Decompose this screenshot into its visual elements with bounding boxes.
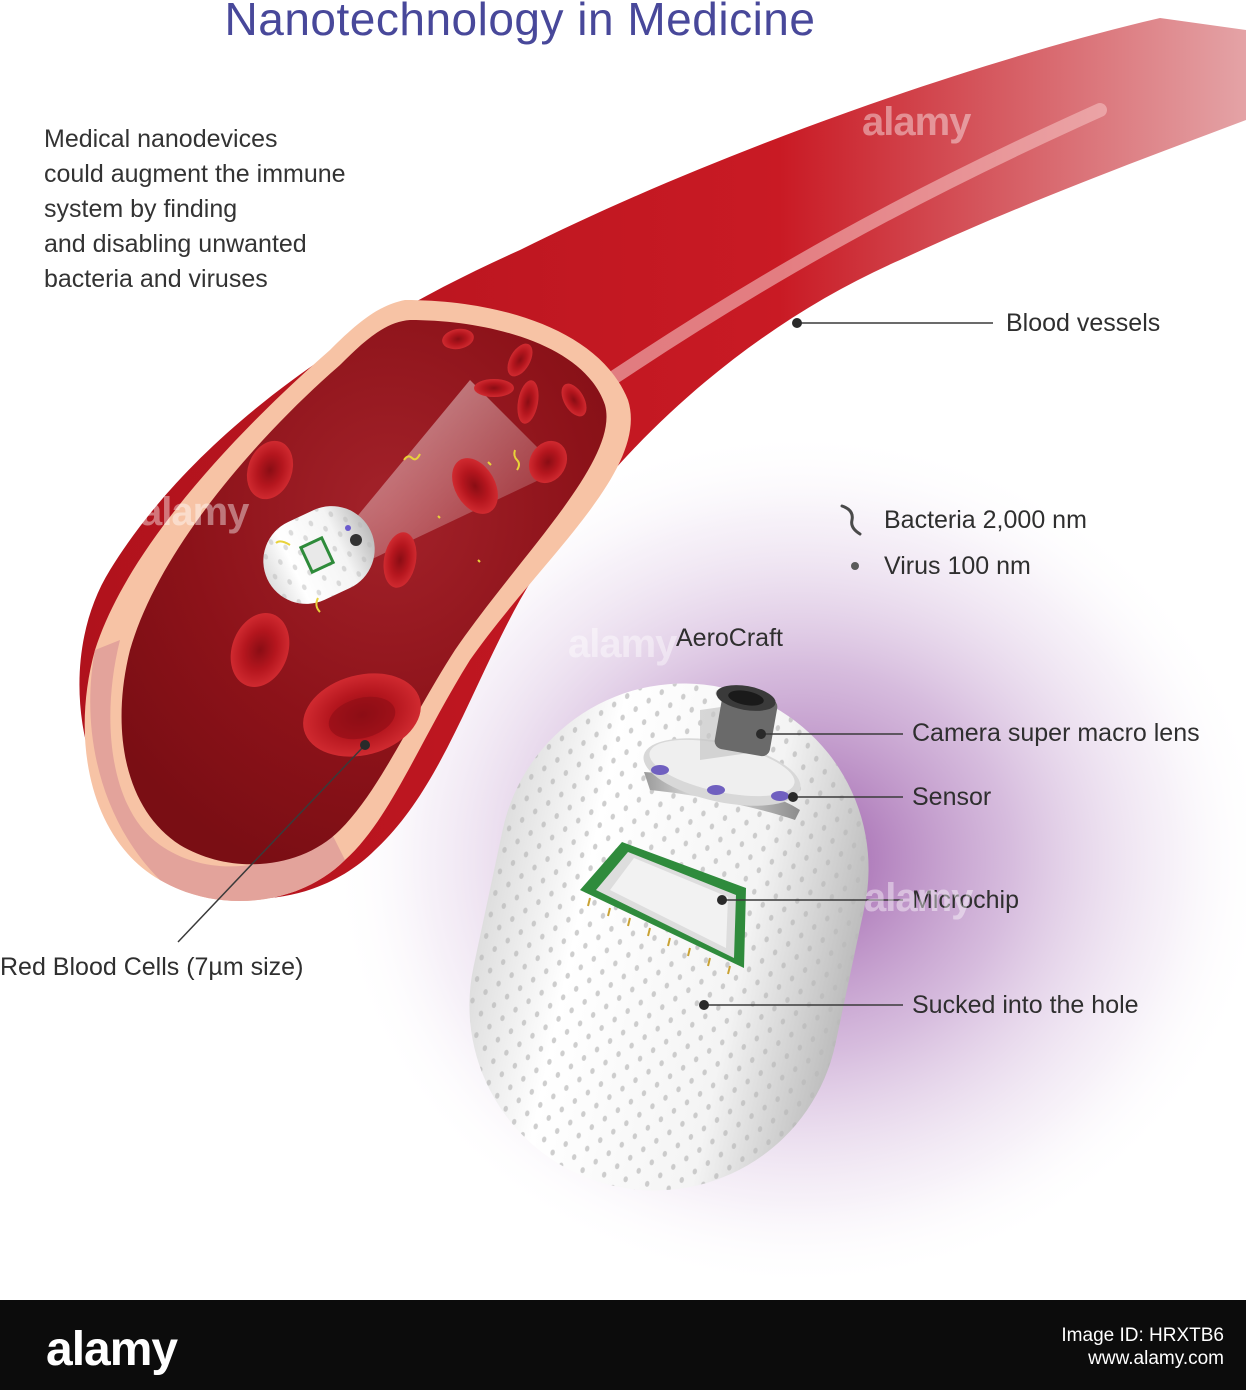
red-blood-cells [230, 328, 587, 757]
label-sucked-into-hole: Sucked into the hole [912, 991, 1139, 1019]
intro-line: system by finding [44, 195, 238, 223]
watermark: alamy [568, 622, 677, 666]
intro-line: and disabling unwanted [44, 230, 307, 258]
label-blood-vessels: Blood vessels [1006, 309, 1161, 337]
vessel-highlight [603, 103, 1107, 387]
footer-logo: alamy [46, 1323, 178, 1376]
page-title: Nanotechnology in Medicine [224, 0, 816, 45]
leader-lines [177, 322, 993, 1006]
label-camera: Camera super macro lens [912, 719, 1200, 747]
vessel-wall-rim-shadow [90, 640, 345, 902]
intro-text: Medical nanodevices could augment the im… [44, 122, 444, 297]
footer-image-id: Image ID: HRXTB6 [1061, 1325, 1224, 1346]
intro-line: bacteria and viruses [44, 265, 268, 293]
intro-line: could augment the immune [44, 160, 346, 188]
label-sensor: Sensor [912, 783, 992, 811]
watermark: alamy [862, 100, 971, 144]
bacteria-particles [403, 449, 520, 563]
label-bacteria: Bacteria 2,000 nm [884, 506, 1087, 534]
virus-legend-icon [851, 562, 859, 570]
small-nanobot [263, 506, 375, 613]
leader-dots [360, 318, 802, 1010]
aerocraft-capsule [469, 683, 869, 1191]
label-virus: Virus 100 nm [884, 552, 1031, 580]
watermark: alamy [864, 876, 973, 920]
footer-image-info: Image ID: HRXTB6 www.alamy.com [1061, 1324, 1224, 1370]
label-microchip: Microchip [912, 886, 1019, 914]
intro-line: Medical nanodevices [44, 125, 278, 153]
label-aerocraft: AeroCraft [676, 624, 783, 652]
label-red-blood-cells: Red Blood Cells (7µm size) [0, 953, 304, 981]
footer-bar: alamy Image ID: HRXTB6 www.alamy.com [0, 1300, 1246, 1390]
footer-site: www.alamy.com [1088, 1348, 1224, 1369]
watermark: alamy [140, 490, 249, 534]
bacteria-legend-icon [840, 504, 862, 536]
